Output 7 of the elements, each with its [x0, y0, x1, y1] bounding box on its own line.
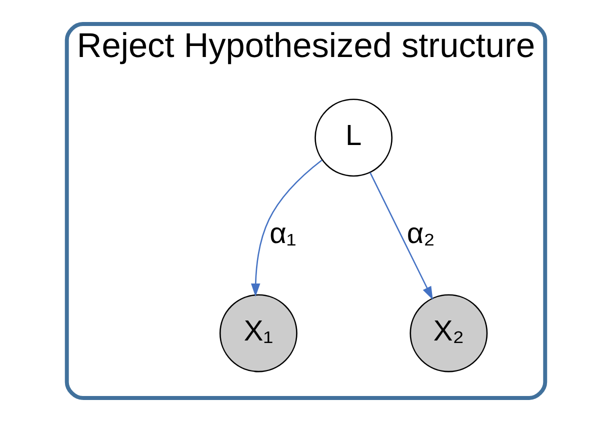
node-circle: X₂: [409, 294, 488, 372]
edge-label: α₂: [406, 218, 434, 250]
arrow: [369, 172, 432, 300]
edge-label: α₁: [269, 218, 296, 250]
node-circle: X₁: [218, 294, 297, 372]
node-circle: L: [314, 98, 392, 177]
arrow: [250, 160, 322, 297]
